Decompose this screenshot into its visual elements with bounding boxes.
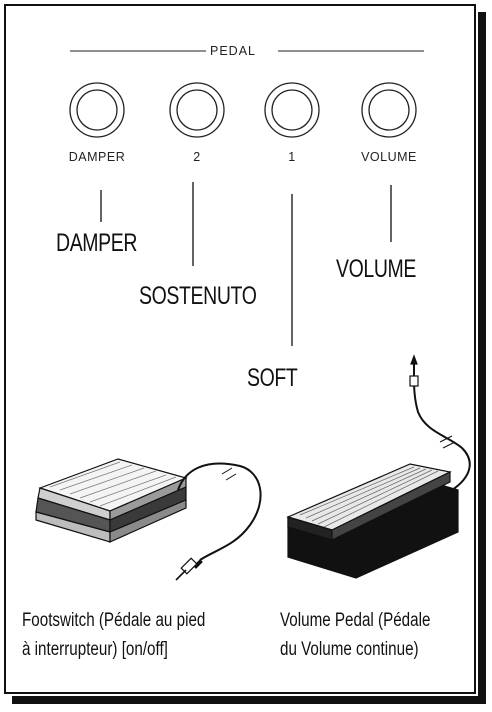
caption-footswitch-line2: à interrupteur) [on/off] — [22, 639, 168, 660]
caption-footswitch: Footswitch (Pédale au pied à interrupteu… — [22, 606, 205, 664]
function-label-volume: VOLUME — [336, 255, 417, 283]
pedal-section-title: PEDAL — [206, 44, 260, 58]
jack-1 — [264, 82, 320, 138]
caption-volume-pedal-line1: Volume Pedal (Pédale — [280, 610, 431, 631]
jack-label-volume: VOLUME — [361, 150, 417, 164]
jack-2 — [169, 82, 225, 138]
jack-damper — [69, 82, 125, 138]
jack-volume — [361, 82, 417, 138]
caption-volume-pedal-line2: du Volume continue) — [280, 639, 419, 660]
diagram-frame — [4, 4, 476, 694]
jack-label-damper: DAMPER — [68, 150, 126, 164]
jack-label-2: 2 — [193, 150, 201, 164]
jack-label-1: 1 — [288, 150, 296, 164]
function-label-sostenuto: SOSTENUTO — [139, 282, 257, 310]
function-label-damper: DAMPER — [56, 229, 138, 257]
caption-footswitch-line1: Footswitch (Pédale au pied — [22, 610, 206, 631]
frame-shadow-bottom — [12, 696, 486, 704]
function-label-soft: SOFT — [247, 364, 298, 392]
frame-shadow-right — [478, 12, 486, 704]
volume-pedal-illustration — [286, 354, 471, 579]
caption-volume-pedal: Volume Pedal (Pédale du Volume continue) — [280, 606, 430, 664]
footswitch-illustration — [35, 458, 262, 581]
